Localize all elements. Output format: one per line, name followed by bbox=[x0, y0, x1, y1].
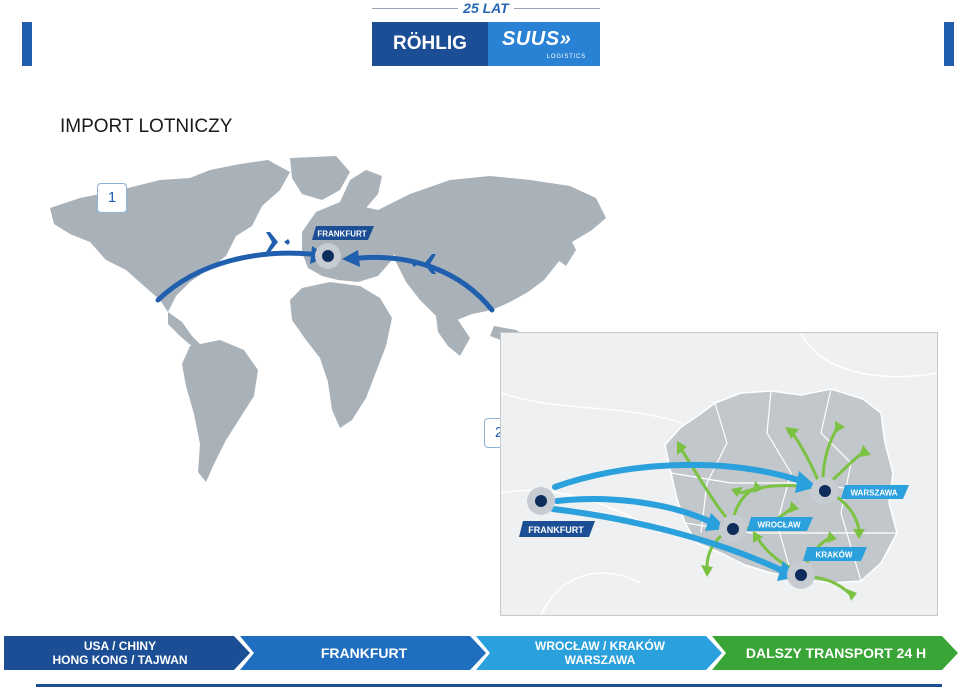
tag-warszawa-bg bbox=[841, 485, 909, 499]
tag-krakow-bg bbox=[803, 547, 867, 561]
hub-krakow-dot bbox=[795, 569, 807, 581]
arrow-to-warszawa bbox=[552, 461, 804, 490]
hub-frankfurt-dot bbox=[535, 495, 547, 507]
india-shape bbox=[436, 316, 470, 356]
hub-wroclaw-dot bbox=[727, 523, 739, 535]
poland-inset-map: FRANKFURT WARSZAWA WROCŁAW KRAKÓW bbox=[500, 332, 938, 616]
tag-krakow-text: KRAKÓW bbox=[816, 551, 853, 560]
africa-shape bbox=[290, 282, 392, 428]
page-title: IMPORT LOTNICZY bbox=[60, 116, 233, 137]
right-accent-bar bbox=[944, 22, 954, 66]
frankfurt-tag-bg bbox=[312, 226, 374, 240]
logo-rohlig: RÖHLIG bbox=[372, 22, 488, 66]
flight-arrow-asia-head bbox=[342, 250, 360, 267]
flight-arrow-asia bbox=[357, 254, 495, 313]
flight-arrow-usa bbox=[155, 250, 313, 303]
tag-wroclaw-bg bbox=[747, 517, 813, 531]
stage-delivery-label: DALSZY TRANSPORT 24 H bbox=[745, 645, 927, 661]
process-bar: USA / CHINY HONG KONG / TAJWAN FRANKFURT… bbox=[0, 636, 960, 670]
step-badge-1: 1 bbox=[97, 183, 127, 213]
stage-origin: USA / CHINY HONG KONG / TAJWAN bbox=[4, 636, 250, 670]
japan-shape bbox=[558, 238, 576, 266]
left-accent-bar bbox=[22, 22, 32, 66]
scandinavia-shape bbox=[340, 170, 382, 208]
anniversary-label: 25 LAT bbox=[372, 0, 600, 16]
stage-frankfurt: FRANKFURT bbox=[240, 636, 486, 670]
world-map: FRANKFURT bbox=[50, 156, 606, 482]
tag-frankfurt-text: FRANKFURT bbox=[528, 525, 584, 535]
tag-warszawa-text: WARSZAWA bbox=[850, 489, 897, 498]
bottom-divider bbox=[36, 684, 942, 687]
plane-icon-west bbox=[262, 232, 290, 252]
stage-delivery: DALSZY TRANSPORT 24 H bbox=[712, 636, 958, 670]
arrow-to-wroclaw bbox=[554, 496, 716, 526]
frankfurt-tag-text: FRANKFURT bbox=[317, 230, 366, 239]
stage-poland-line2: WARSZAWA bbox=[564, 653, 636, 667]
logo-suus: SUUS» LOGISTICS bbox=[488, 22, 600, 66]
asia-shape bbox=[378, 176, 606, 322]
hub-warszawa-dot bbox=[819, 485, 831, 497]
logo-suus-text: SUUS» bbox=[502, 28, 572, 50]
frankfurt-hub-dot bbox=[322, 250, 334, 262]
arrow-to-krakow bbox=[550, 506, 786, 574]
company-logo: 25 LAT RÖHLIG SUUS» LOGISTICS bbox=[372, 0, 600, 66]
stage-origin-line1: USA / CHINY bbox=[83, 639, 157, 653]
tag-wroclaw-text: WROCŁAW bbox=[757, 521, 801, 530]
tag-frankfurt-bg bbox=[519, 521, 595, 537]
central-america-shape bbox=[168, 312, 200, 348]
stage-poland-hubs: WROCŁAW / KRAKÓW WARSZAWA bbox=[476, 636, 722, 670]
stage-poland-line1: WROCŁAW / KRAKÓW bbox=[535, 639, 665, 653]
greenland-shape bbox=[290, 156, 350, 200]
plane-icon-east bbox=[412, 254, 440, 274]
logo-logistics-text: LOGISTICS bbox=[546, 54, 586, 60]
stage-origin-line2: HONG KONG / TAJWAN bbox=[52, 653, 188, 667]
south-america-shape bbox=[182, 340, 258, 482]
stage-frankfurt-label: FRANKFURT bbox=[320, 645, 408, 661]
